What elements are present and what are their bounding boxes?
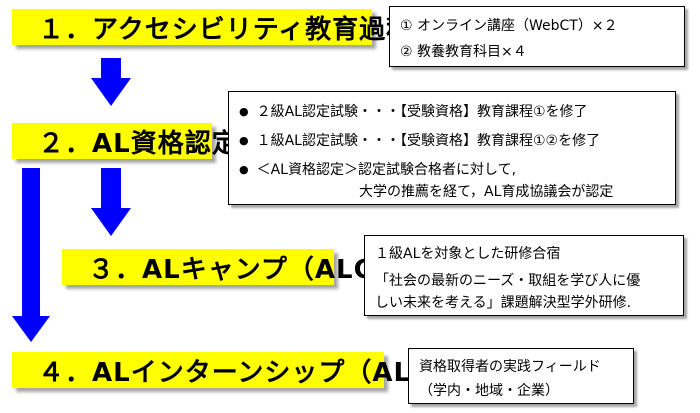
note-2-bullet-3-text: ＜AL資格認定＞認定試験合格者に対して, (256, 162, 517, 178)
note-2-bullet-3: ● ＜AL資格認定＞認定試験合格者に対して, (239, 159, 516, 179)
arrow-step2-to-step4 (12, 168, 50, 342)
note-2-continuation: 大学の推薦を経て，AL育成協議会が認定 (359, 184, 614, 200)
note-education-courses: ① オンライン講座（WebCT）×２ ② 教養教育科目×４ (389, 6, 685, 67)
note-internship-field: 資格取得者の実践フィールド （学内・地域・企業） (408, 348, 634, 404)
note-4-line-1: 資格取得者の実践フィールド (419, 359, 601, 375)
note-2-bullet-1: ● ２級AL認定試験・・・【受験資格】教育課程①を修了 (239, 101, 588, 121)
step-1-accessibility-education: １．アクセシビリティ教育過程 (12, 9, 412, 45)
note-2-bullet-1-text: ２級AL認定試験・・・【受験資格】教育課程①を修了 (256, 104, 588, 120)
step-3-label: ３．ALキャンプ（ALC) (88, 254, 387, 285)
note-1-line-1: ① オンライン講座（WebCT）×２ (400, 18, 618, 34)
note-3-line-1: １級ALを対象とした研修合宿 (375, 246, 561, 262)
note-camp-details: １級ALを対象とした研修合宿 「社会の最新のニーズ・取組を学び人に優 しい未来を… (364, 235, 684, 316)
step-2-al-certification: ２．AL資格認定 (12, 123, 238, 159)
note-certification-details: ● ２級AL認定試験・・・【受験資格】教育課程①を修了 ● １級AL認定試験・・・【… (228, 91, 676, 205)
step-3-al-camp: ３．ALキャンプ（ALC) (62, 249, 386, 285)
note-2-bullet-2-text: １級AL認定試験・・・【受験資格】教育課程①②を修了 (256, 133, 601, 149)
bullet-icon: ● (239, 105, 249, 118)
arrow-step1-to-step2 (91, 58, 131, 106)
bullet-icon: ● (239, 134, 249, 147)
note-1-line-2: ② 教養教育科目×４ (400, 44, 527, 60)
note-3-line-2: 「社会の最新のニーズ・取組を学び人に優 (375, 273, 641, 289)
step-4-label: ４．ALインターンシップ（ALI) (38, 357, 435, 388)
arrow-step2-to-step3 (91, 168, 131, 236)
note-3-line-3: しい未来を考える」課題解決型学外研修. (375, 295, 632, 311)
step-4-al-internship: ４．ALインターンシップ（ALI) (12, 352, 434, 388)
note-4-line-2: （学内・地域・企業） (419, 383, 559, 399)
bullet-icon: ● (239, 163, 249, 176)
note-2-bullet-2: ● １級AL認定試験・・・【受験資格】教育課程①②を修了 (239, 130, 600, 150)
step-2-label: ２．AL資格認定 (38, 128, 239, 159)
step-1-label: １．アクセシビリティ教育過程 (38, 14, 414, 45)
